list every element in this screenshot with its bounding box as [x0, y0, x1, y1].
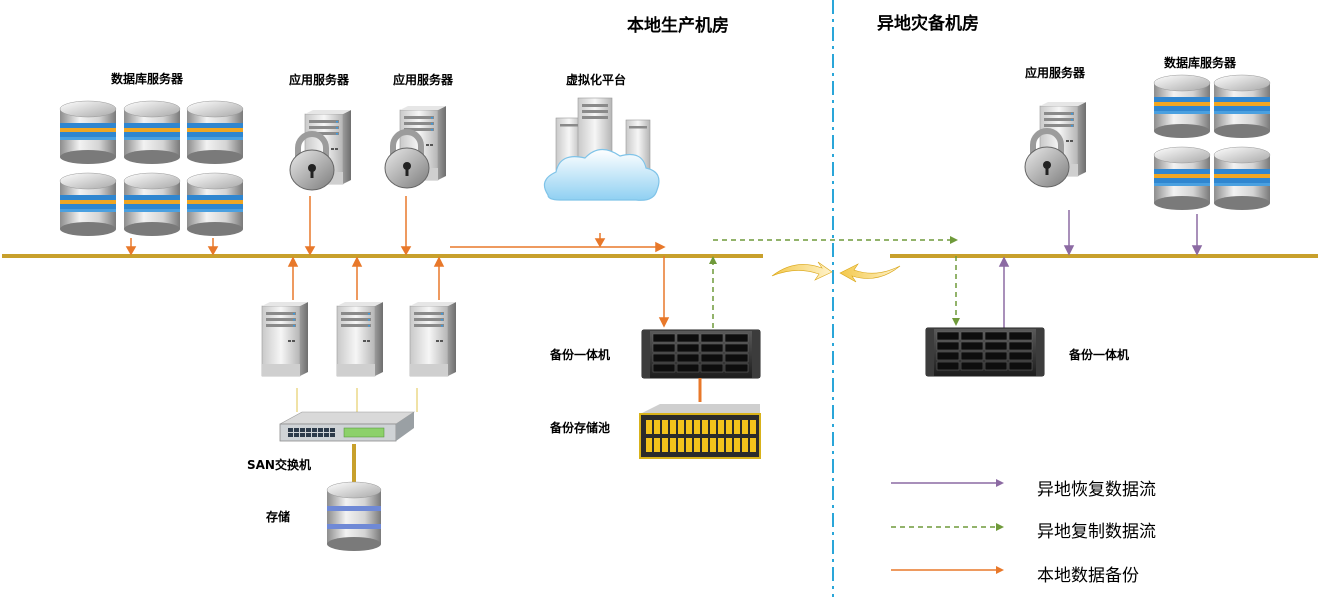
sync-arrows-icon [771, 261, 901, 283]
restore-flows [998, 210, 1203, 328]
database-icon [123, 100, 181, 165]
local-backup-appliance-label: 备份一体机 [549, 347, 610, 362]
san-links [296, 388, 418, 412]
storage-pool-icon [639, 404, 761, 459]
database-icon [186, 100, 244, 165]
server-icon [336, 301, 384, 377]
backup-appliance-icon [641, 329, 761, 379]
san-switch-icon [279, 411, 415, 442]
local-app-server-2-label: 应用服务器 [393, 72, 454, 87]
local-app-server-2 [385, 105, 447, 188]
remote-db-servers [1153, 74, 1271, 211]
database-icon [186, 172, 244, 237]
legend-restore-label: 异地恢复数据流 [1037, 480, 1156, 500]
replication-flow-arrowheads [709, 236, 960, 326]
legend-item-restore: 异地恢复数据流 [891, 479, 1156, 500]
cloud-icon [543, 148, 660, 201]
local-site-title: 本地生产机房 [627, 15, 729, 36]
virtualization-platform-label: 虚拟化平台 [566, 72, 626, 87]
legend-item-replication: 异地复制数据流 [891, 522, 1156, 542]
remote-db-servers-label: 数据库服务器 [1164, 55, 1237, 70]
backup-pool-label: 备份存储池 [549, 420, 610, 435]
replication-flow [712, 239, 957, 328]
remote-app-server-label: 应用服务器 [1025, 65, 1086, 80]
remote-backup-appliance-icon [925, 327, 1045, 377]
san-switch-label: SAN交换机 [247, 457, 311, 472]
database-icon [59, 172, 117, 237]
local-db-servers [59, 100, 244, 237]
local-backup-flows-down [125, 196, 670, 328]
local-san-servers [261, 301, 457, 377]
local-backup-flows-up [287, 256, 445, 300]
local-db-servers-label: 数据库服务器 [111, 71, 184, 86]
storage-icon [326, 481, 382, 551]
remote-app-server [1025, 101, 1087, 187]
local-app-server-1-label: 应用服务器 [289, 72, 350, 87]
database-icon [1213, 146, 1271, 211]
server-icon [409, 301, 457, 377]
storage-label: 存储 [265, 509, 290, 524]
database-icon [1153, 74, 1211, 139]
legend-local-backup-label: 本地数据备份 [1037, 566, 1139, 586]
server-icon [261, 301, 309, 377]
remote-backup-appliance-label: 备份一体机 [1068, 347, 1129, 362]
virtualization-platform [543, 97, 660, 201]
legend: 异地恢复数据流 异地复制数据流 本地数据备份 [891, 479, 1156, 586]
legend-replication-label: 异地复制数据流 [1037, 522, 1156, 542]
database-icon [59, 100, 117, 165]
legend-item-local-backup: 本地数据备份 [891, 566, 1139, 586]
remote-site-title: 异地灾备机房 [877, 13, 979, 34]
database-icon [1153, 146, 1211, 211]
database-icon [1213, 74, 1271, 139]
local-app-server-1 [290, 109, 352, 190]
database-icon [123, 172, 181, 237]
